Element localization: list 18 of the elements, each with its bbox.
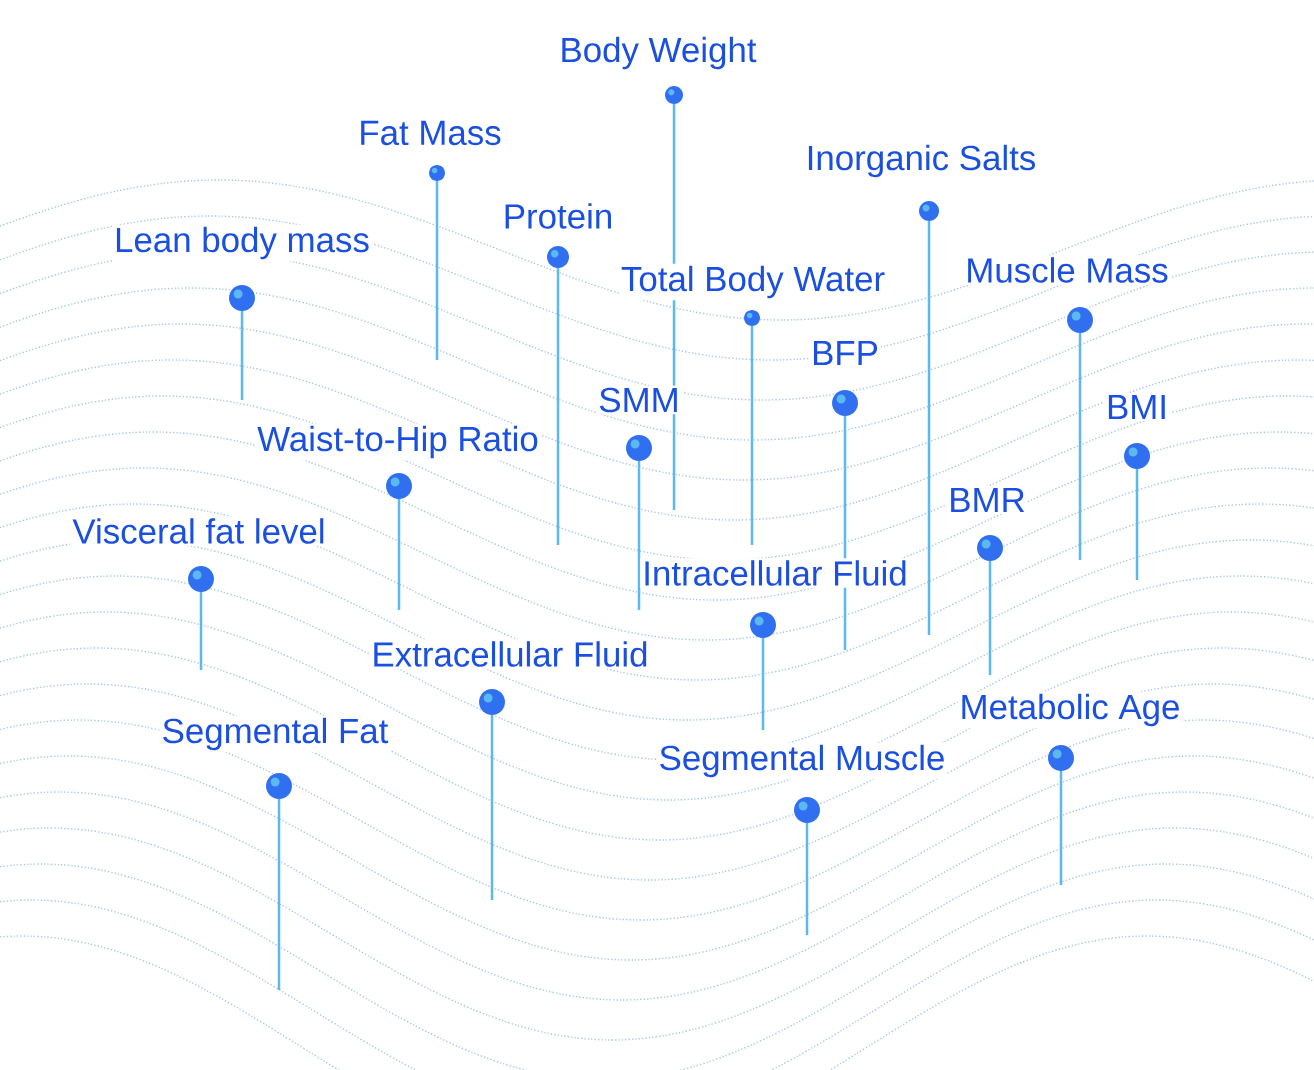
pin-label: Visceral fat level xyxy=(70,516,328,546)
pin-label: Protein xyxy=(500,201,616,231)
pin-label: Inorganic Salts xyxy=(803,142,1039,180)
pin-label: Extracellular Fluid xyxy=(369,639,651,669)
pin-label: SMM xyxy=(596,385,682,415)
pin-label: Segmental Muscle xyxy=(656,742,948,780)
pin-label: BFP xyxy=(809,339,881,367)
pin-label: Lean body mass xyxy=(112,224,372,262)
pin-label: Body Weight xyxy=(557,34,759,72)
pin-label: Segmental Fat xyxy=(159,715,391,753)
pin-label: Metabolic Age xyxy=(957,691,1183,729)
pin-label: BMR xyxy=(946,486,1028,514)
pin-label: Total Body Water xyxy=(618,263,888,301)
pin-label: Muscle Mass xyxy=(963,255,1171,285)
pin-label: BMI xyxy=(1104,393,1170,421)
pin-label: Fat Mass xyxy=(356,118,504,148)
pin-label: Waist-to-Hip Ratio xyxy=(255,423,541,461)
pin-label: Intracellular Fluid xyxy=(640,558,910,588)
